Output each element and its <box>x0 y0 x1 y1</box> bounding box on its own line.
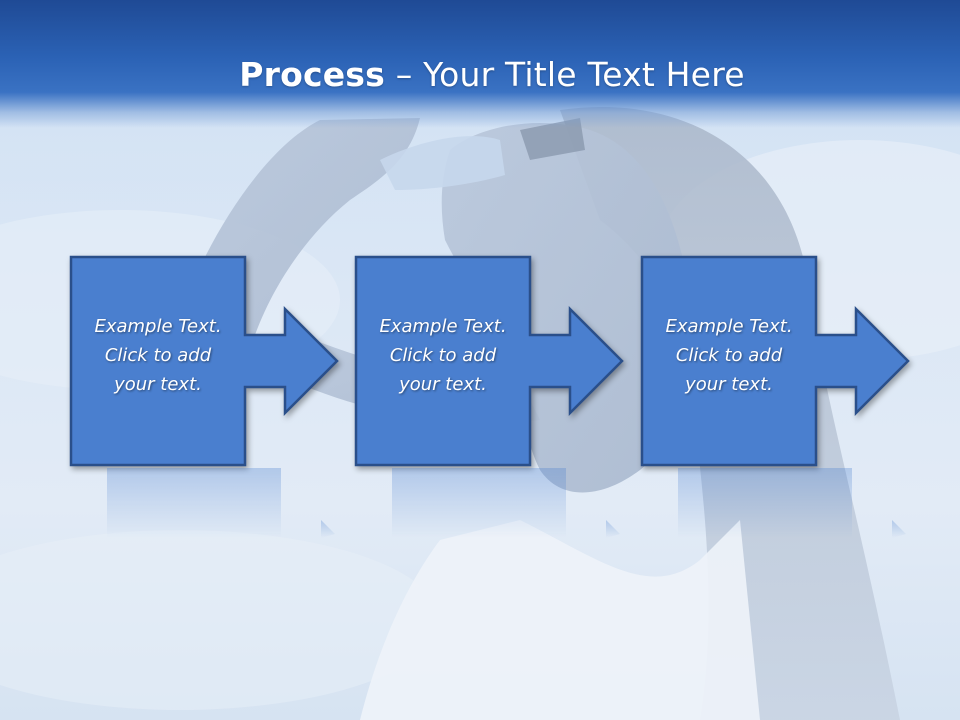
step-text-line: Click to add <box>104 345 212 366</box>
step-text-line: Example Text. <box>379 316 507 337</box>
step-text-line: Example Text. <box>665 316 793 337</box>
step-text-line: your text. <box>399 374 487 395</box>
process-step-1[interactable]: Example Text. Click to add your text. <box>69 255 411 467</box>
slide-title[interactable]: Process – Your Title Text Here <box>0 50 960 100</box>
step-arrow-shape <box>640 255 910 467</box>
step-text-line: Click to add <box>675 345 783 366</box>
step-arrow-shape <box>69 255 339 467</box>
step-reflection-2 <box>392 468 620 538</box>
step-arrow-shape <box>354 255 624 467</box>
title-band: Process – Your Title Text Here <box>0 0 960 128</box>
step-text-3[interactable]: Example Text. Click to add your text. <box>642 312 816 399</box>
process-step-3[interactable]: Example Text. Click to add your text. <box>640 255 960 467</box>
title-rest: Your Title Text Here <box>423 55 745 94</box>
step-text-line: your text. <box>685 374 773 395</box>
title-separator: – <box>385 55 424 94</box>
title-bold-part: Process <box>239 55 385 94</box>
step-reflection-3 <box>678 468 906 538</box>
step-text-2[interactable]: Example Text. Click to add your text. <box>356 312 530 399</box>
step-reflection-1 <box>107 468 335 538</box>
process-step-2[interactable]: Example Text. Click to add your text. <box>354 255 696 467</box>
step-text-line: Click to add <box>389 345 497 366</box>
step-text-line: your text. <box>114 374 202 395</box>
step-text-line: Example Text. <box>94 316 222 337</box>
step-text-1[interactable]: Example Text. Click to add your text. <box>71 312 245 399</box>
